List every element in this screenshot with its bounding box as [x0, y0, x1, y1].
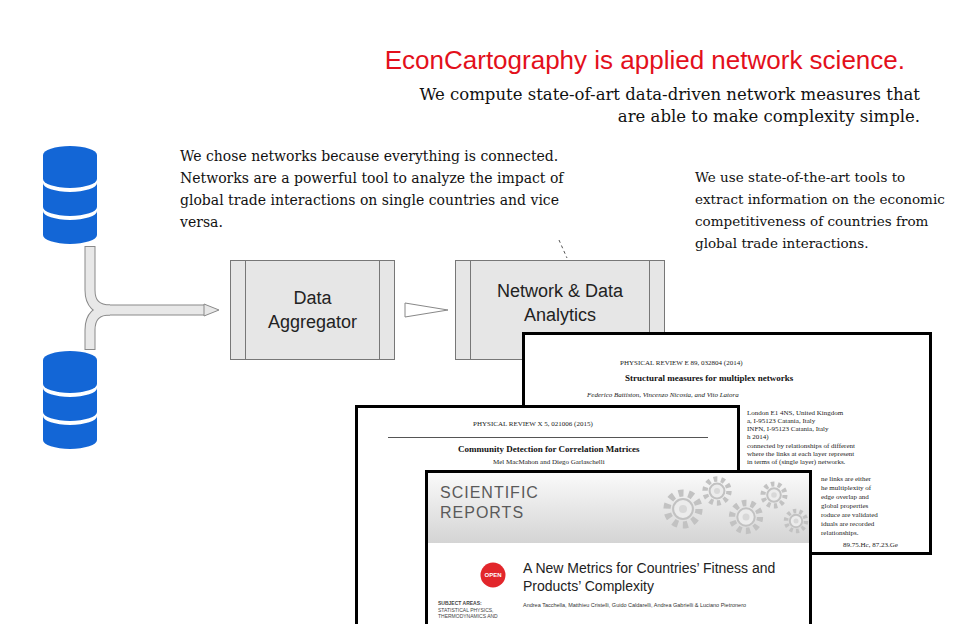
merge-fork — [90, 246, 219, 350]
hollow-arrow — [405, 303, 448, 317]
gear-teeth — [763, 484, 785, 506]
paper-text: PHYSICAL REVIEW X 5, 021006 (2015) — [473, 420, 593, 428]
gear-teeth — [705, 479, 729, 503]
fork-outline — [90, 246, 206, 310]
paper-text: PHYSICAL REVIEW E 89, 032804 (2014) — [620, 359, 743, 367]
gear-hole — [743, 514, 750, 521]
fork-fill — [90, 247, 207, 310]
paper-text: a, I-95123 Catania, Italy — [747, 417, 815, 425]
paper-text: roduce are validated — [821, 511, 878, 519]
fork-outline — [90, 310, 110, 350]
paper-text: edge overlap and — [821, 493, 869, 501]
paper-text: Andrea Tacchella, Matthieu Cristelli, Gu… — [523, 602, 746, 609]
gear-body — [710, 484, 725, 499]
note-text: We chose networks because everything is … — [180, 145, 570, 233]
paper-text: in terms of (single layer) networks. — [747, 458, 845, 466]
gear-hole — [771, 492, 777, 498]
database-disc — [43, 416, 97, 449]
paper-text: 89.75.Hc, 87.23.Ge — [843, 541, 898, 549]
database-top — [43, 146, 97, 244]
note-text: We use state-of-the-art tools to extract… — [695, 166, 945, 254]
paper-text: SUBJECT AREAS: — [438, 600, 482, 606]
database-bottom — [43, 351, 97, 449]
gear-hole — [714, 488, 720, 494]
arrow-shape — [405, 303, 448, 317]
paper-thumbnail: SCIENTIFIC REPORTS A New Metrics for Coun… — [425, 470, 812, 624]
gear-teeth — [667, 493, 699, 525]
note-text: We compute state-of-art data-driven netw… — [415, 84, 920, 128]
paper-text: relationships. — [821, 529, 859, 537]
gear-teeth — [786, 511, 806, 531]
paper-text: he multiplexity of — [821, 484, 871, 492]
header-rule — [388, 437, 708, 438]
paper-text: London E1 4NS, United Kingdom — [747, 409, 843, 417]
box-label: Network & Data Analytics — [480, 279, 640, 327]
badge-text: OPEN — [484, 572, 501, 579]
paper-text: Federico Battiston, Vincenzo Nicosia, an… — [587, 391, 739, 399]
paper-text: connected by relationships of different — [747, 442, 855, 450]
paper-text: iduals are recorded — [821, 520, 874, 528]
paper-text: Mel MacMahon and Diego Garlaschelli — [493, 458, 605, 466]
fork-fill — [90, 310, 110, 349]
paper-text: h 2014) — [747, 433, 769, 441]
database-disc — [43, 351, 97, 393]
gear-hole — [794, 519, 799, 524]
paper-text: INFN, I-95123 Catania, Italy — [747, 425, 828, 433]
gear-teeth — [732, 503, 760, 531]
badge-fill — [481, 563, 506, 588]
paper-text: Structural measures for multiplex networ… — [625, 373, 793, 384]
database-disc — [43, 183, 97, 216]
paper-text: global properties — [821, 502, 868, 510]
fork-tip — [204, 304, 219, 316]
process-bar — [379, 261, 380, 359]
paper-text: STATISTICAL PHYSICS, THERMODYNAMICS AND — [438, 607, 510, 619]
gear-hole — [679, 505, 687, 513]
paper-text: ne links are either — [821, 475, 871, 483]
process-bar — [245, 261, 246, 359]
paper-text: SCIENTIFIC REPORTS — [440, 483, 560, 523]
open-badge: OPEN — [480, 562, 506, 588]
process-bar — [470, 261, 471, 359]
box-label: Data Aggregator — [254, 286, 372, 334]
gear-body — [790, 515, 802, 527]
database-disc — [43, 146, 97, 188]
gear-body — [673, 499, 693, 519]
gear-body — [767, 488, 781, 502]
paper-text: where the links at each layer represent — [747, 450, 854, 458]
paper-text: A New Metrics for Countries’ Fitness and… — [523, 559, 808, 595]
page-title: EconCartography is applied network scien… — [385, 44, 905, 76]
database-disc — [43, 211, 97, 244]
paper-text: Community Detection for Correlation Matr… — [458, 444, 640, 455]
database-disc — [43, 388, 97, 421]
process-box: Data Aggregator — [230, 260, 395, 360]
leader-line — [559, 240, 567, 258]
gear-body — [737, 508, 754, 525]
